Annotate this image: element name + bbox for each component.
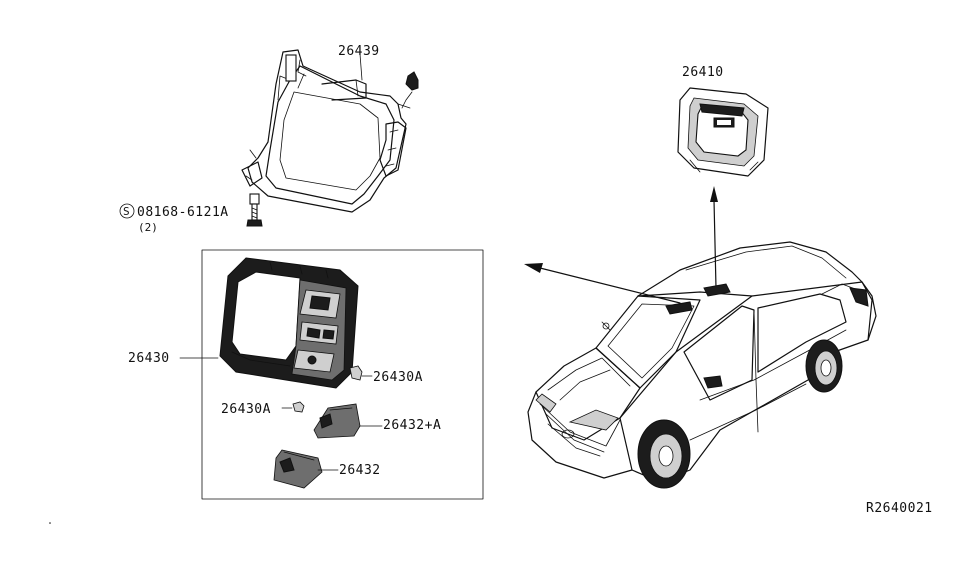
sedan-car xyxy=(527,241,877,489)
label-08168-6121A: 08168-6121A xyxy=(137,205,229,220)
bulb-26430A-left xyxy=(292,401,305,413)
label-26430A-right: 26430A xyxy=(373,370,423,385)
label-bolt-qty: (2) xyxy=(138,221,158,234)
label-26410: 26410 xyxy=(682,65,724,80)
roof-lamp-26410 xyxy=(677,87,769,177)
arrow-to-26410 xyxy=(713,199,717,289)
arrow-head-26410 xyxy=(710,186,718,202)
label-26432: 26432 xyxy=(339,463,381,478)
lens-26432 xyxy=(273,449,323,489)
stray-dot xyxy=(49,522,51,524)
map-lamp-box xyxy=(201,249,484,500)
bracket-26439 xyxy=(241,49,419,213)
label-26439: 26439 xyxy=(338,44,380,59)
bulb-26430A-right xyxy=(349,365,363,381)
arrow-head-26430 xyxy=(524,263,543,273)
bolt-symbol-circle xyxy=(119,203,135,219)
label-26430A-left: 26430A xyxy=(221,402,271,417)
lens-26432A xyxy=(313,403,361,439)
label-26432A: 26432+A xyxy=(383,418,441,433)
bolt-symbol: S xyxy=(123,205,130,218)
diagram-code: R2640021 xyxy=(866,501,933,516)
label-26430: 26430 xyxy=(128,351,170,366)
map-lamp-housing xyxy=(219,257,359,389)
bolt-08168-6121A xyxy=(246,193,263,227)
